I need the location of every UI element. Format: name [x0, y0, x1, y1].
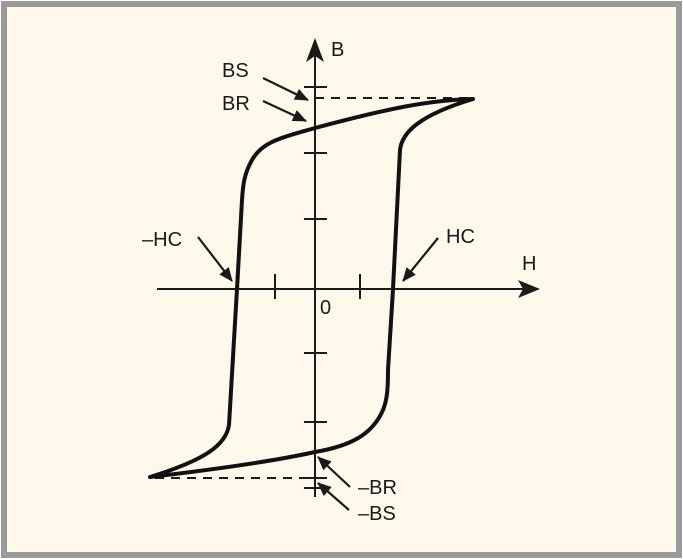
- hc-label: HC: [446, 226, 475, 248]
- neg-hc-label: –HC: [142, 229, 182, 251]
- neg-bs-label: –BS: [358, 503, 396, 525]
- hc-arrow: [402, 237, 439, 282]
- br-label: BR: [222, 93, 250, 115]
- hysteresis-loop: [148, 97, 475, 479]
- b-axis-ticks: [304, 86, 327, 489]
- origin-label: 0: [320, 297, 331, 319]
- b-axis-label: B: [331, 39, 344, 61]
- neg-bs-arrow: [317, 482, 350, 511]
- h-axis-ticks: [274, 274, 361, 299]
- h-axis-label: H: [522, 253, 536, 275]
- neg-hc-arrow: [197, 236, 233, 282]
- bs-arrow: [262, 77, 309, 101]
- br-arrow: [262, 100, 307, 122]
- neg-br-label: –BR: [358, 477, 397, 499]
- b-axis-arrowhead: [306, 38, 324, 62]
- bs-label: BS: [222, 60, 249, 82]
- h-axis-arrowhead: [518, 280, 540, 298]
- neg-br-arrow: [317, 456, 351, 488]
